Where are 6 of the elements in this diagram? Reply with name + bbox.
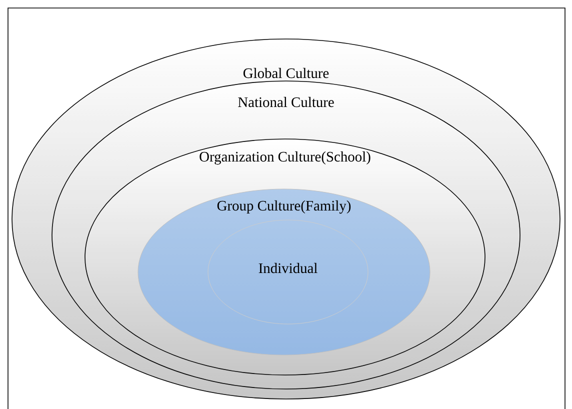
ellipse-label: Organization Culture(School) — [200, 151, 370, 165]
ellipse-label: Global Culture — [243, 68, 329, 78]
ellipse-label: Group Culture(Family) — [217, 200, 351, 214]
ellipse-label: Individual — [258, 262, 318, 274]
ellipse-label: National Culture — [238, 96, 334, 108]
ellipse — [208, 220, 368, 324]
